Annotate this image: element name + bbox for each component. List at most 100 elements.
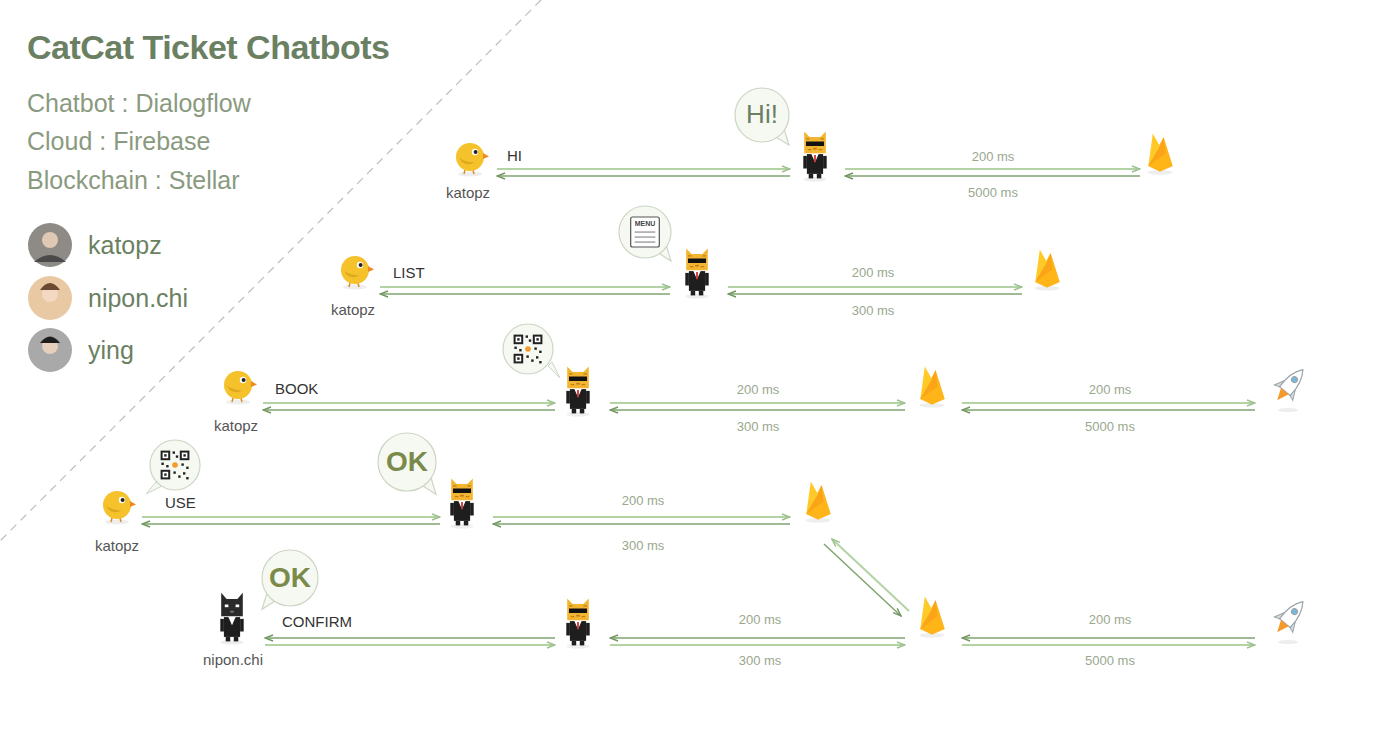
actor-name: katopz (214, 417, 258, 434)
avatar (28, 328, 72, 372)
firebase-icon (919, 367, 944, 408)
flow-arrow (845, 175, 1140, 177)
latency-label: 300 ms (737, 420, 780, 435)
firebase-icon (805, 482, 830, 523)
latency-label: 200 ms (739, 613, 782, 628)
speech-bubble: OK (377, 432, 437, 492)
flow-arrow (265, 637, 555, 639)
title-text: CatCat Ticket Chatbots (27, 28, 389, 67)
flow-arrow (493, 523, 790, 525)
bot-cat (803, 132, 826, 182)
latency-label: 200 ms (1089, 383, 1132, 398)
avatar (28, 276, 72, 320)
flow-arrow (610, 644, 905, 646)
menu-line (635, 242, 656, 243)
bubble-circle (378, 433, 436, 491)
latency-label: 200 ms (972, 150, 1015, 165)
firebase-icon (1147, 134, 1172, 175)
flow-arrow (962, 637, 1255, 639)
latency-label: 200 ms (1089, 613, 1132, 628)
flow-arrow (493, 516, 790, 518)
actor-name: katopz (446, 184, 490, 201)
flow-arrow (497, 168, 790, 170)
bubble-circle (735, 88, 789, 142)
stellar-rocket (1268, 594, 1312, 644)
flow-arrow (497, 175, 790, 177)
actor-name: katopz (331, 301, 375, 318)
user-bird (224, 371, 257, 405)
flow-arrow (380, 293, 670, 295)
bubble-outline (618, 205, 672, 259)
flow-arrow (142, 516, 440, 518)
firebase-icon (919, 597, 944, 638)
action-label: CONFIRM (282, 613, 352, 630)
bot-cat (566, 367, 589, 417)
bot-cat (566, 599, 589, 649)
menu-line (635, 237, 656, 238)
action-label: BOOK (275, 380, 318, 397)
qr-bubble (503, 324, 553, 374)
flow-arrow (824, 544, 901, 616)
qr-code (161, 451, 190, 480)
user-bird (103, 491, 136, 525)
qr-bubbles (146, 324, 560, 494)
action-label: LIST (393, 264, 425, 281)
speech-bubble: MENU (618, 205, 672, 259)
latency-label: 200 ms (852, 266, 895, 281)
menu-document (631, 217, 660, 247)
flow-arrow (962, 409, 1255, 411)
bubble-text: Hi! (746, 100, 778, 130)
latency-label: 200 ms (737, 383, 780, 398)
firebase-icon (1034, 250, 1059, 291)
actor-name: nipon.chi (203, 651, 263, 668)
flow-arrow (962, 644, 1255, 646)
actor-name: katopz (95, 537, 139, 554)
member-name: ying (88, 336, 134, 365)
latency-label: 200 ms (622, 494, 665, 509)
flow-arrow (610, 409, 905, 411)
qr-bubble (150, 440, 200, 490)
bubble-text: MENU (635, 220, 656, 228)
staff-cat (220, 593, 243, 645)
flow-arrow (265, 644, 555, 646)
latency-label: 300 ms (622, 539, 665, 554)
avatar (28, 223, 72, 267)
avatar-hair (40, 283, 60, 290)
avatars (28, 223, 72, 372)
flow-arrow (728, 293, 1022, 295)
menu-line (635, 232, 656, 233)
avatar-hair (40, 337, 60, 344)
flow-arrow (142, 523, 440, 525)
action-label: USE (165, 494, 196, 511)
latency-label: 5000 ms (1085, 654, 1135, 669)
user-bird (456, 143, 489, 177)
member-name: nipon.chi (88, 284, 188, 313)
bubble-circle (619, 206, 671, 258)
flow-arrow (263, 409, 555, 411)
avatar-face (42, 232, 58, 248)
flow-arrow (845, 168, 1140, 170)
member-name: katopz (88, 231, 162, 260)
flow-arrow (263, 402, 555, 404)
speech-bubble: Hi! (734, 87, 790, 143)
flow-arrow (832, 539, 909, 611)
flow-arrow (610, 402, 905, 404)
bubble-text: OK (269, 562, 311, 594)
flow-arrow (962, 402, 1255, 404)
latency-label: 300 ms (852, 304, 895, 319)
user-bird (341, 256, 374, 290)
latency-label: 5000 ms (1085, 420, 1135, 435)
flow-arrow (610, 637, 905, 639)
latency-label: 300 ms (739, 654, 782, 669)
flow-arrow (728, 286, 1022, 288)
bubble-tail (548, 362, 560, 378)
bot-cat (450, 479, 473, 529)
divider-line (0, 0, 541, 541)
subtitle-text: Cloud : Firebase (27, 127, 210, 156)
subtitle-text: Chatbot : Dialogflow (27, 89, 251, 118)
latency-label: 5000 ms (968, 186, 1018, 201)
bubble-text: OK (386, 446, 428, 478)
speech-bubble: OK (261, 549, 319, 607)
actors (103, 132, 1312, 649)
flow-arrow (380, 286, 670, 288)
